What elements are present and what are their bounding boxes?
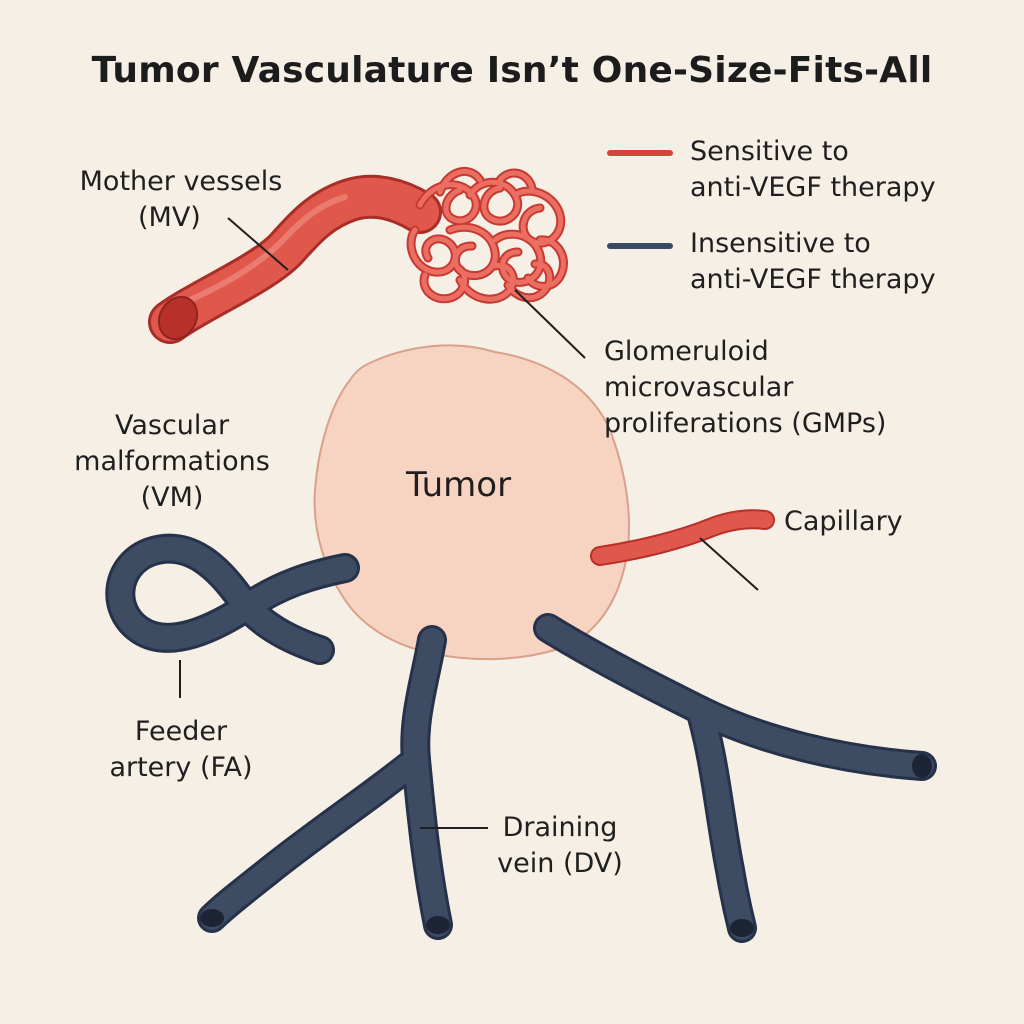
label-gmp-line3: proliferations (GMPs) bbox=[604, 408, 887, 439]
legend-insensitive-label: Insensitive to anti-VEGF therapy bbox=[690, 226, 936, 298]
label-feeder-artery: Feeder artery (FA) bbox=[96, 714, 266, 786]
leader-mother-vessels bbox=[227, 217, 289, 271]
label-vm-line1: Vascular bbox=[114, 410, 230, 441]
legend-sensitive-line1: Sensitive to bbox=[690, 136, 849, 167]
tumor-mass bbox=[313, 344, 630, 661]
label-draining-vein-line1: Draining bbox=[502, 812, 618, 843]
label-feeder-artery-line2: artery (FA) bbox=[109, 752, 253, 783]
label-vm-line3: (VM) bbox=[140, 482, 204, 513]
label-draining-vein: Draining vein (DV) bbox=[490, 810, 630, 882]
label-mother-vessels: Mother vessels (MV) bbox=[70, 164, 292, 236]
label-vm-line2: malformations bbox=[74, 446, 270, 477]
label-capillary: Capillary bbox=[784, 506, 903, 537]
label-vascular-malformations: Vascular malformations (VM) bbox=[62, 408, 282, 516]
label-mother-vessels-line1: Mother vessels bbox=[79, 166, 283, 197]
legend-sensitive-label: Sensitive to anti-VEGF therapy bbox=[690, 134, 936, 206]
label-gmp-line1: Glomeruloid bbox=[604, 336, 769, 367]
legend-sensitive-line2: anti-VEGF therapy bbox=[690, 172, 936, 203]
draining-vein bbox=[197, 625, 453, 940]
label-feeder-artery-line1: Feeder bbox=[134, 716, 228, 747]
leader-capillary bbox=[699, 537, 759, 591]
legend-insensitive-line1: Insensitive to bbox=[690, 228, 871, 259]
diagram-title: Tumor Vasculature Isn’t One-Size-Fits-Al… bbox=[91, 50, 933, 91]
right-branching-vessel bbox=[533, 613, 937, 943]
label-tumor: Tumor bbox=[406, 465, 512, 505]
label-gmp: Glomeruloid microvascular proliferations… bbox=[604, 334, 886, 442]
legend-insensitive-line2: anti-VEGF therapy bbox=[690, 264, 936, 295]
label-draining-vein-line2: vein (DV) bbox=[497, 848, 623, 879]
leader-gmp bbox=[514, 289, 586, 359]
mother-vessel bbox=[148, 174, 442, 344]
vascular-malformation-loop bbox=[105, 533, 360, 665]
capillary-vessel bbox=[590, 509, 775, 566]
glomeruloid-cluster-highlight bbox=[408, 168, 566, 302]
label-gmp-line2: microvascular bbox=[604, 372, 794, 403]
label-mother-vessels-line2: (MV) bbox=[138, 202, 201, 233]
